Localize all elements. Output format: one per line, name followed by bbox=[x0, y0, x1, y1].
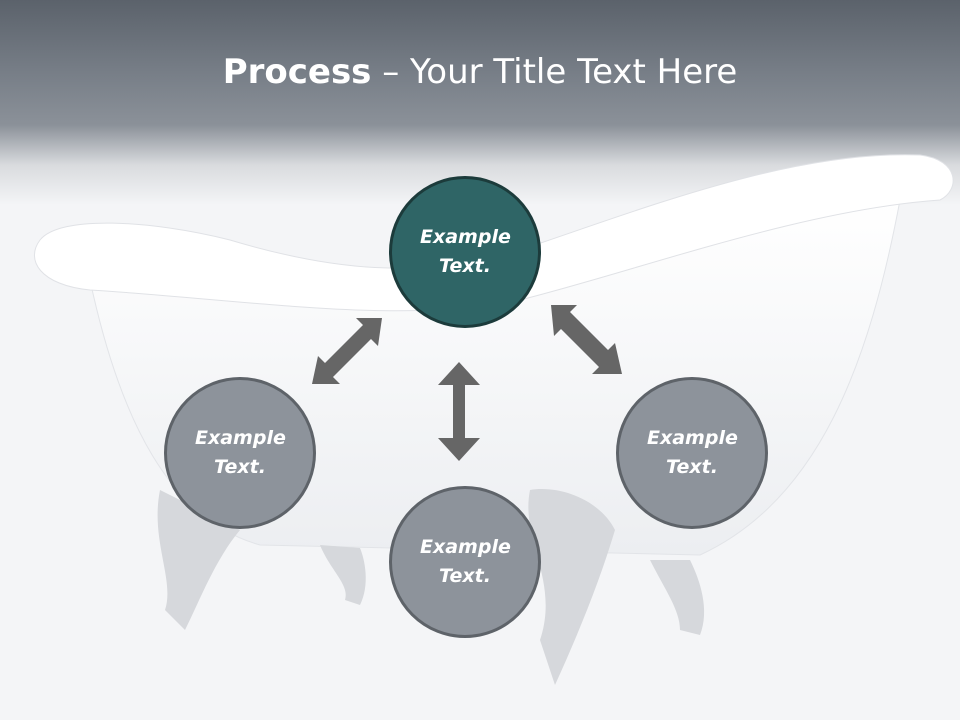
process-node-right[interactable]: Example Text. bbox=[616, 377, 768, 529]
node-label: Example Text. bbox=[420, 536, 511, 587]
title-bold: Process bbox=[222, 52, 372, 92]
double-arrow-icon-vertical bbox=[438, 362, 480, 461]
node-label: Example Text. bbox=[195, 427, 286, 478]
process-node-bottom[interactable]: Example Text. bbox=[389, 486, 541, 638]
double-arrow-icon-left bbox=[312, 318, 382, 384]
process-node-top[interactable]: Example Text. bbox=[389, 176, 541, 328]
node-label: Example Text. bbox=[647, 427, 738, 478]
title-rest: – Your Title Text Here bbox=[371, 52, 738, 92]
process-node-left[interactable]: Example Text. bbox=[164, 377, 316, 529]
slide-title: Process – Your Title Text Here bbox=[0, 52, 960, 92]
double-arrow-icon-right bbox=[551, 305, 622, 374]
node-label: Example Text. bbox=[420, 226, 511, 277]
